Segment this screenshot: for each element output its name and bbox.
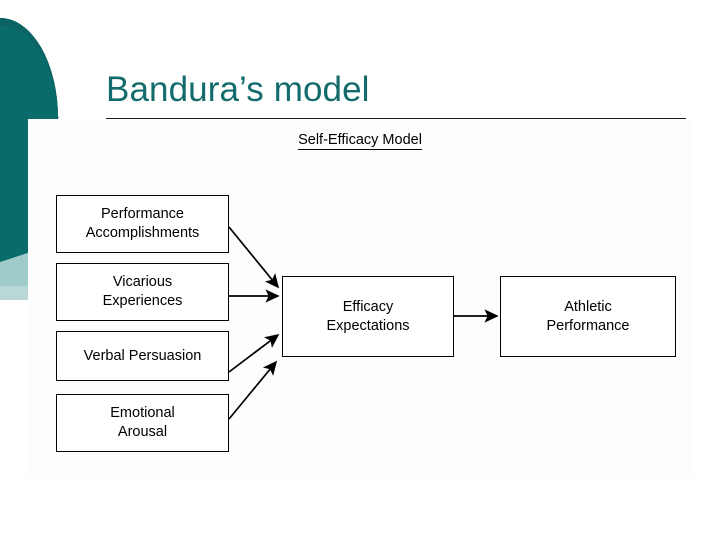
ornament-dark-arch: [0, 18, 58, 118]
node-emotional-arousal[interactable]: Emotional Arousal: [56, 394, 229, 452]
node-emotional-line1: Emotional: [110, 405, 175, 421]
page-title: Bandura’s model: [106, 70, 370, 109]
node-efficacy-line2: Expectations: [326, 317, 410, 334]
node-athletic-performance[interactable]: Athletic Performance: [500, 276, 676, 357]
node-efficacy-line1: Efficacy: [342, 298, 394, 315]
diagram-heading: Self-Efficacy Model: [28, 132, 692, 150]
node-performance-line2: Accomplishments: [85, 225, 200, 241]
title-underline-rule: [106, 118, 686, 119]
diagram-canvas: Self-Efficacy Model Performance Accompli…: [28, 119, 692, 478]
node-verbal-line1: Verbal Persuasion: [83, 347, 202, 364]
node-emotional-line2: Arousal: [117, 424, 168, 440]
arrow-verbal-to-efficacy: [228, 333, 280, 373]
diagram-arrows: [228, 226, 499, 420]
node-vicarious-line1: Vicarious: [112, 274, 173, 290]
node-vicarious-experiences[interactable]: Vicarious Experiences: [56, 263, 229, 321]
node-athletic-line1: Athletic: [564, 298, 612, 315]
arrow-performance-to-efficacy: [228, 226, 280, 289]
node-verbal-persuasion[interactable]: Verbal Persuasion: [56, 331, 229, 381]
node-performance-accomplishments[interactable]: Performance Accomplishments: [56, 195, 229, 253]
node-vicarious-line2: Experiences: [102, 293, 183, 309]
ornament-bevel: [0, 18, 59, 124]
diagram-heading-text: Self-Efficacy Model: [298, 132, 422, 150]
node-performance-line1: Performance: [100, 206, 184, 222]
node-athletic-line2: Performance: [546, 317, 630, 334]
node-efficacy-expectations[interactable]: Efficacy Expectations: [282, 276, 454, 357]
arrow-emotional-to-efficacy: [228, 360, 278, 420]
